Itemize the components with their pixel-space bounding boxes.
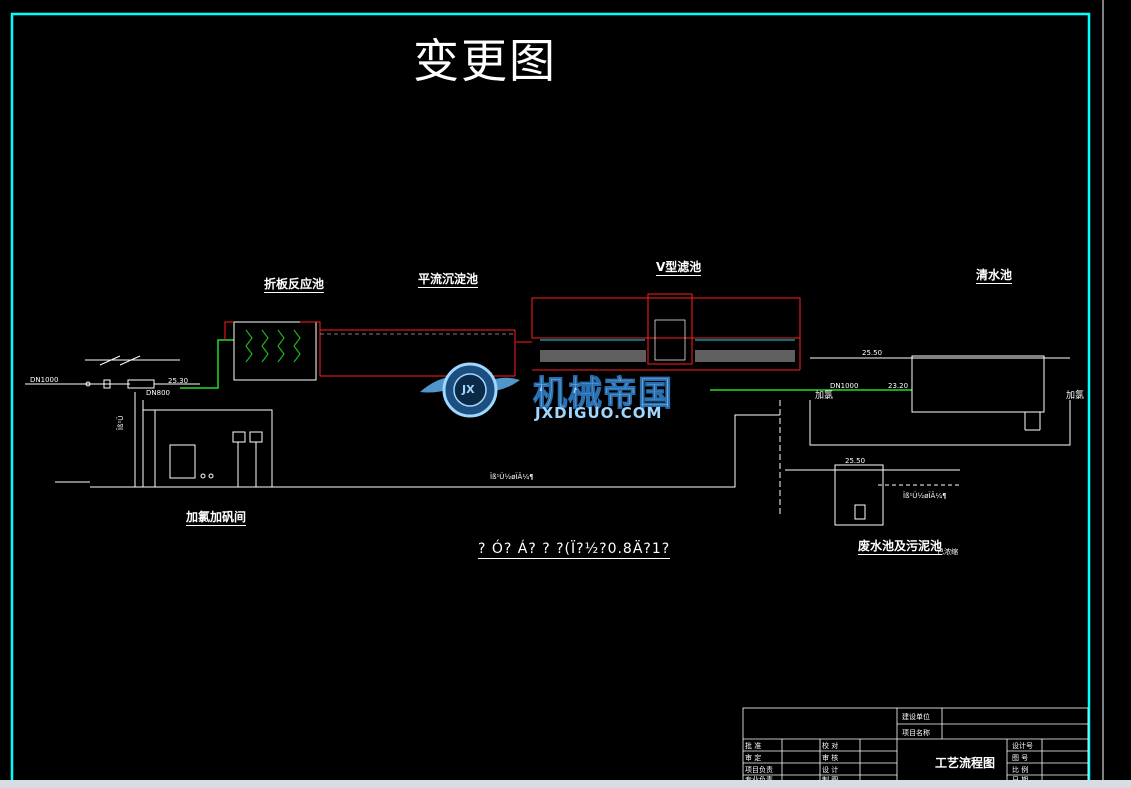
label-clearwater: 清水池 xyxy=(976,268,1013,284)
annot-garbled-vert: Ïß¹Ü xyxy=(117,415,125,430)
annot-dn-right: DN1000 xyxy=(830,382,859,390)
annot-chlor-2: 加氯 xyxy=(1066,391,1085,401)
green-pipe-left xyxy=(180,339,234,389)
return-pipe xyxy=(90,414,780,488)
v-filter xyxy=(516,293,801,371)
annot-dn-left: DN1000 xyxy=(30,376,59,384)
annot-sludge: 已浓缩 xyxy=(937,548,958,556)
tb-row-mid-0: 校 对 xyxy=(822,742,839,750)
tb-right-label-2: 比 例 xyxy=(1012,766,1029,774)
tb-row-left-0: 批 准 xyxy=(745,742,762,750)
annot-garbled-right: Ïß¹Ü½øÏÂ¼¶ xyxy=(903,492,947,500)
label-waste-pool: 废水池及污泥池 xyxy=(858,539,943,555)
annot-elev-cw2: 23.20 xyxy=(888,382,909,390)
tb-right-label-1: 图 号 xyxy=(1012,754,1029,762)
annot-dn-left2: DN800 xyxy=(146,389,170,397)
tb-drawing-name: 工艺流程图 xyxy=(935,756,996,770)
label-sedimentation: 平流沉淀池 xyxy=(418,272,479,288)
annot-chlor-1: 加氯 xyxy=(815,391,834,401)
annot-elev-cw: 25.50 xyxy=(862,349,883,357)
annot-elev-waste: 25.50 xyxy=(845,457,866,465)
dosing-building xyxy=(134,392,273,488)
tb-row-left-2: 项目负责 xyxy=(745,766,773,774)
ground-lines xyxy=(55,355,1070,483)
tb-right-label-0: 设计号 xyxy=(1012,742,1033,750)
tb-unit-label: 建设单位 xyxy=(902,713,930,721)
waste-pool xyxy=(779,400,960,526)
drawing-caption: ? Ó? Á? ? ?(Ï?½?0.8Ä?1? xyxy=(478,541,671,559)
watermark-emblem xyxy=(420,362,520,418)
tb-row-left-1: 审 定 xyxy=(745,754,762,762)
watermark-emblem-text: JX xyxy=(462,383,475,396)
tb-row-mid-1: 审 核 xyxy=(822,754,839,762)
watermark-cn: 机械帝国 xyxy=(533,374,673,415)
annot-garbled-long: Ïß¹Ü½øÏÂ¼¶ xyxy=(490,473,534,481)
right-scrollbar[interactable] xyxy=(1108,0,1131,780)
tb-project-label: 项目名称 xyxy=(902,729,930,737)
clear-water-tank xyxy=(809,355,1071,446)
watermark-en: JXDIGUO.COM xyxy=(535,404,663,422)
annot-elev-left: 25.30 xyxy=(168,377,189,385)
drawing-title: 变更图 xyxy=(413,34,557,88)
label-vfilter: V型滤池 xyxy=(656,260,702,276)
label-flocculation: 折板反应池 xyxy=(264,277,325,293)
bottom-status-bar xyxy=(0,780,1131,788)
label-dosing-room: 加氯加矾间 xyxy=(186,510,247,526)
inlet-pipe xyxy=(25,379,200,389)
tb-row-mid-2: 设 计 xyxy=(822,766,839,774)
flocculation-tank xyxy=(224,321,321,381)
